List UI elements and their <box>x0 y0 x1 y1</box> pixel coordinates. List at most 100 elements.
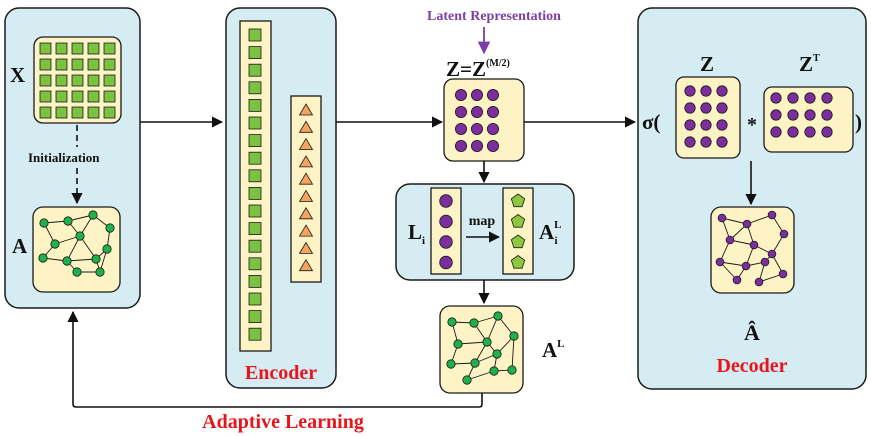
feature-cell <box>39 74 52 87</box>
graph-node <box>62 256 72 266</box>
encoder-unit <box>248 134 262 148</box>
feature-cell <box>55 42 68 55</box>
latent-dot <box>470 139 483 152</box>
graph-edge <box>719 261 747 267</box>
encoder-unit-triangle <box>298 137 314 151</box>
feature-cell <box>55 74 68 87</box>
feature-cell <box>103 90 116 103</box>
latent-dot <box>787 109 799 121</box>
latent-representation-label: Latent Representation <box>427 9 561 24</box>
pentagon-node <box>510 255 526 269</box>
encoder-unit-triangle <box>298 103 314 116</box>
graph-edge <box>746 214 773 225</box>
encoder-unit <box>248 63 262 77</box>
graph-node <box>717 213 727 223</box>
encoder-unit <box>248 257 262 271</box>
graph-node <box>446 359 456 369</box>
graph-node <box>492 349 502 359</box>
graph-node <box>482 337 492 347</box>
latent-dot <box>700 136 712 148</box>
adaptive-learning-label: Adaptive Learning <box>202 411 364 433</box>
latent-dot <box>770 109 782 121</box>
node-column-icon <box>430 187 462 275</box>
latent-dot <box>486 139 499 152</box>
pentagon-node <box>510 234 526 249</box>
latent-dot <box>716 119 728 131</box>
graph-node <box>507 365 517 375</box>
feature-cell <box>55 90 68 103</box>
feature-cell <box>71 42 84 55</box>
graph-node <box>509 331 519 341</box>
l-sub: i <box>422 235 425 247</box>
latent-dot <box>821 92 833 104</box>
latent-dot <box>486 123 499 136</box>
latent-dot <box>470 123 483 136</box>
encoder-layer-2-units <box>298 103 314 272</box>
encoder-unit-triangle <box>298 189 314 202</box>
encoder-unit <box>248 151 262 165</box>
graph-node <box>38 253 48 263</box>
graph-edge <box>486 315 499 343</box>
feature-cell <box>103 42 116 55</box>
encoder-unit-triangle <box>298 241 314 254</box>
z-label: Z <box>700 52 714 76</box>
encoder-unit <box>248 274 262 288</box>
feature-cell <box>39 106 52 119</box>
latent-dot <box>821 126 833 138</box>
l-node <box>439 194 453 208</box>
zt-label: ZT <box>799 52 820 76</box>
initialization-label: Initialization <box>28 150 100 165</box>
graph-edge <box>511 335 515 371</box>
zt-main: Z <box>799 52 813 76</box>
latent-dot <box>684 102 696 114</box>
x-label: X <box>10 63 25 87</box>
latent-dot <box>454 106 467 119</box>
encoder-layer-1-units <box>248 28 262 341</box>
al-main: A <box>542 338 558 362</box>
map-label: map <box>469 214 496 229</box>
graph-node <box>447 317 457 327</box>
graph-node <box>741 261 751 271</box>
feature-cell <box>87 90 100 103</box>
latent-dot <box>470 89 483 102</box>
feature-cell <box>103 106 116 119</box>
latent-dot <box>770 92 782 104</box>
encoder-unit <box>248 116 262 130</box>
latent-dot <box>684 119 696 131</box>
pentagon-node <box>510 214 526 228</box>
feature-cell <box>55 58 68 71</box>
graph-node <box>725 235 735 245</box>
feature-cell <box>39 42 52 55</box>
z-equation: Z=Z(M/2) <box>446 57 510 81</box>
graph-node <box>767 249 777 259</box>
graph-node <box>715 257 725 267</box>
feature-cell <box>87 42 100 55</box>
graph-node <box>95 267 105 277</box>
feature-cell <box>87 106 100 119</box>
graph-edge <box>457 341 488 345</box>
latent-dot <box>770 126 782 138</box>
feature-cell <box>103 58 116 71</box>
pentagon-column-icon <box>502 187 534 275</box>
l-node <box>439 255 453 270</box>
graph-node <box>105 223 115 233</box>
feature-cell <box>71 90 84 103</box>
l-main: L <box>408 220 422 244</box>
graph-node <box>39 218 49 228</box>
graph-node <box>779 229 789 239</box>
encoder-unit <box>248 222 262 236</box>
decoder-label: Decoder <box>716 355 787 377</box>
latent-dot <box>821 109 833 121</box>
z-equation-sup: (M/2) <box>486 58 510 69</box>
latent-dot <box>700 85 712 97</box>
reconstructed-graph <box>710 206 795 294</box>
encoder-unit-triangle <box>298 224 314 237</box>
encoder-unit <box>248 99 262 112</box>
latent-dot <box>470 106 483 119</box>
graph-edge <box>79 235 97 260</box>
latent-dot <box>804 92 816 104</box>
latent-dot <box>454 123 467 136</box>
encoder-unit <box>248 239 262 253</box>
